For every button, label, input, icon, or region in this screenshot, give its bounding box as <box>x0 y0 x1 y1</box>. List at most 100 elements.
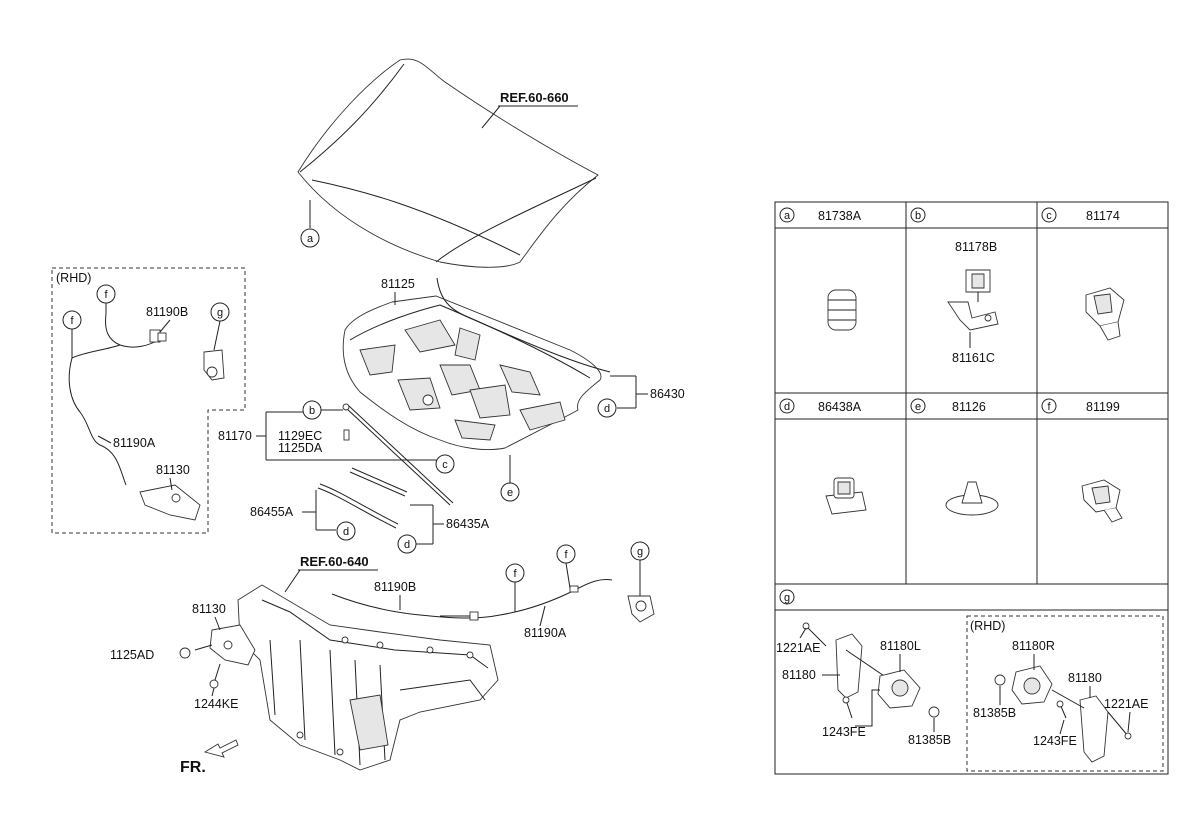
svg-text:81385B: 81385B <box>973 706 1016 720</box>
svg-text:REF.60-660: REF.60-660 <box>500 90 569 105</box>
svg-text:1221AE: 1221AE <box>776 641 820 655</box>
rhd-callout-f-2: f <box>62 310 82 358</box>
svg-text:f: f <box>70 315 74 327</box>
radiator-support <box>237 584 499 771</box>
rhd-sub-inset: (RHD) <box>966 615 1164 772</box>
svg-text:81190A: 81190A <box>524 626 567 640</box>
svg-text:81130: 81130 <box>192 602 226 616</box>
svg-text:1221AE: 1221AE <box>1104 697 1148 711</box>
callout-d-strip-left: d <box>336 521 356 541</box>
svg-text:81180: 81180 <box>1068 671 1102 685</box>
svg-text:81130: 81130 <box>156 463 190 477</box>
release-handle-left <box>802 622 940 719</box>
hood-latch-81130 <box>179 624 256 689</box>
svg-text:b: b <box>309 405 315 417</box>
rhd-label-81190A[interactable]: 81190A <box>97 435 156 450</box>
callout-f-main-1: f <box>505 563 525 612</box>
svg-text:1243FE: 1243FE <box>1033 734 1077 748</box>
legend-table <box>774 201 1169 775</box>
legend-cell-d: d 86438A <box>779 398 867 515</box>
svg-text:FR.: FR. <box>180 759 206 776</box>
rhd-inset: (RHD) <box>51 267 246 534</box>
legend-cell-b: b 81178B 81161C <box>910 207 999 365</box>
svg-text:g: g <box>784 592 790 604</box>
svg-text:81174: 81174 <box>1086 209 1120 223</box>
callout-f-main-2: f <box>556 544 576 589</box>
label-86430[interactable]: 86430 <box>610 375 685 409</box>
hood-seal-86430 <box>436 277 611 373</box>
hood-insulator <box>342 295 602 450</box>
svg-text:f: f <box>1047 401 1051 413</box>
legend-cell-c: c 81174 <box>1041 207 1125 341</box>
svg-text:81180L: 81180L <box>880 639 921 653</box>
svg-text:e: e <box>915 401 921 413</box>
legend-cell-g: g 1221AE 81180 81180L 1243FE 81385B (RHD… <box>776 589 1164 772</box>
svg-text:c: c <box>1046 210 1052 222</box>
svg-text:REF.60-640: REF.60-640 <box>300 554 369 569</box>
svg-text:f: f <box>104 289 108 301</box>
legend-cell-a: a 81738A <box>779 207 862 331</box>
svg-text:81190A: 81190A <box>113 436 156 450</box>
rhd-label-81190B[interactable]: 81190B <box>146 305 188 333</box>
svg-text:86438A: 86438A <box>818 400 862 414</box>
callout-d-seal: d <box>597 398 617 418</box>
svg-text:1244KE: 1244KE <box>194 697 238 711</box>
svg-text:81199: 81199 <box>1086 400 1120 414</box>
svg-text:c: c <box>442 459 448 471</box>
label-81130[interactable]: 81130 <box>192 602 226 631</box>
svg-text:d: d <box>404 539 410 551</box>
legend-cell-f: f 81199 <box>1041 398 1123 523</box>
ref-hood-label[interactable]: REF.60-660 <box>481 90 578 129</box>
svg-text:81738A: 81738A <box>818 209 862 223</box>
bumper-stopper-icon <box>827 289 857 331</box>
svg-text:1125DA: 1125DA <box>278 441 323 455</box>
svg-text:81126: 81126 <box>952 400 986 414</box>
svg-text:a: a <box>307 233 314 245</box>
callout-g-main: g <box>630 541 650 596</box>
svg-text:1125AD: 1125AD <box>110 648 154 662</box>
label-86455A[interactable]: 86455A <box>250 490 336 531</box>
svg-text:86430: 86430 <box>650 387 685 401</box>
clip-icon <box>965 269 991 293</box>
grommet-icon <box>1085 287 1125 341</box>
svg-text:g: g <box>637 546 643 558</box>
rhd-callout-g: g <box>210 302 230 351</box>
hood-release-cable <box>331 579 655 623</box>
front-direction: FR. <box>180 739 239 776</box>
svg-text:81178B: 81178B <box>955 240 997 254</box>
svg-text:b: b <box>915 210 921 222</box>
svg-text:(RHD): (RHD) <box>970 619 1005 633</box>
svg-text:81190B: 81190B <box>146 305 188 319</box>
rhd-callout-f-1: f <box>96 284 116 314</box>
svg-text:d: d <box>343 526 349 538</box>
cable-clip-icon <box>1081 479 1123 523</box>
label-81125[interactable]: 81125 <box>381 277 415 305</box>
svg-text:81190B: 81190B <box>374 580 416 594</box>
svg-text:e: e <box>507 487 513 499</box>
weatherstrip-86455A <box>317 483 399 529</box>
callout-b-rod: b <box>302 400 343 420</box>
hood-stay-rod <box>342 403 454 506</box>
svg-text:81180R: 81180R <box>1012 639 1055 653</box>
label-81190B[interactable]: 81190B <box>374 580 416 610</box>
svg-text:d: d <box>784 401 790 413</box>
label-81190A[interactable]: 81190A <box>524 605 567 640</box>
svg-text:d: d <box>604 403 610 415</box>
rhd-label-81130[interactable]: 81130 <box>156 463 190 491</box>
callout-e-insulator: e <box>500 455 520 502</box>
label-1125AD[interactable]: 1125AD <box>110 648 154 662</box>
svg-text:86455A: 86455A <box>250 505 294 519</box>
label-86435A[interactable]: 86435A <box>410 504 490 545</box>
svg-text:81170: 81170 <box>218 429 252 443</box>
weatherstrip-86435A <box>349 467 408 497</box>
ref-radiator-label[interactable]: REF.60-640 <box>284 554 378 593</box>
svg-text:1243FE: 1243FE <box>822 725 866 739</box>
svg-text:81180: 81180 <box>782 668 816 682</box>
label-1244KE[interactable]: 1244KE <box>194 687 238 711</box>
label-81170[interactable]: 81170 1129EC 1125DA <box>218 411 440 461</box>
svg-text:81125: 81125 <box>381 277 415 291</box>
callout-c-rod: c <box>435 454 455 474</box>
callout-a-hood: a <box>300 200 320 248</box>
svg-text:f: f <box>564 549 568 561</box>
